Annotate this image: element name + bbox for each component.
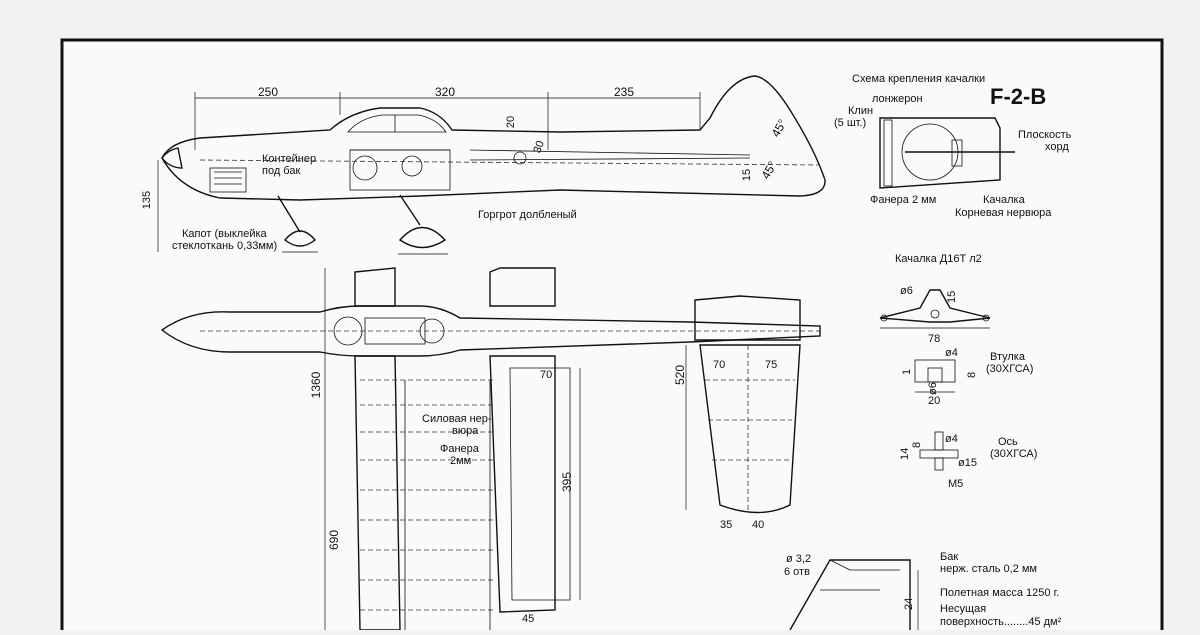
dim-250: 250 (258, 85, 278, 99)
bushing-d8: 8 (966, 372, 978, 378)
dim-690: 690 (327, 530, 341, 550)
label-wedge: Клин(5 шт.) (834, 105, 873, 129)
dim-320: 320 (435, 85, 455, 99)
spec-mass: Полетная масса 1250 г. (940, 587, 1059, 599)
drawing-title: F-2-B (990, 84, 1046, 109)
tank-label-line-2: нерж. сталь 0,2 мм (940, 563, 1037, 575)
rocker-d15: 15 (946, 291, 958, 303)
side-view: 250 320 235 135 20 30 15 4 (141, 75, 826, 255)
tank-label-line-1: Бак (940, 551, 958, 563)
tank-dim-24: 24 (903, 598, 915, 610)
axle-d15: ø15 (958, 457, 977, 469)
dim-70-b: 70 (713, 359, 725, 371)
bushing-d20: 20 (928, 395, 940, 407)
bushing-d4: ø4 (945, 347, 958, 359)
label-chord-plane-line-2: хорд (1045, 141, 1069, 153)
axle-d14: 14 (899, 448, 911, 460)
dim-40: 40 (752, 519, 764, 531)
label-plywood-plan-line-1: Фанера (440, 443, 480, 455)
label-spar: лонжерон (872, 93, 923, 105)
dim-520: 520 (673, 365, 687, 385)
dim-35: 35 (720, 519, 732, 531)
axle-label-line-2: (30ХГСА) (990, 448, 1037, 460)
spec-area-line-2: поверхность........45 дм² (940, 616, 1062, 628)
dim-395: 395 (560, 472, 574, 492)
label-container-line-1: Контейнер (262, 153, 316, 165)
dim-1360: 1360 (309, 371, 323, 398)
rocker-detail: Качалка Д16Т л2 ø6 15 78 (879, 253, 991, 345)
label-power-rib-line-2: вюра (452, 425, 479, 437)
rocker-d6: ø6 (900, 285, 913, 297)
axle-m5: M5 (948, 478, 963, 490)
label-power-rib-line-1: Силовая нер- (422, 413, 492, 425)
dim-135: 135 (141, 191, 153, 209)
drawing-frame (60, 38, 1164, 635)
dim-20: 20 (505, 116, 517, 128)
bushing-d1: 1 (901, 369, 913, 375)
plan-view: 395 70 45 520 70 75 35 40 1360 690 Силов… (160, 267, 821, 631)
label-hood-line-2: стеклоткань 0,33мм) (172, 240, 277, 252)
label-plywood-plan-line-2: 2мм (450, 455, 471, 467)
tank-holes-line-1: ø 3,2 (786, 553, 811, 565)
label-chord-plane-line-1: Плоскость (1018, 129, 1072, 141)
dim-70-a: 70 (540, 369, 552, 381)
axle-label-line-1: Ось (998, 436, 1018, 448)
wing-ribs (360, 379, 495, 611)
dim-15: 15 (741, 169, 753, 181)
tank-holes-line-2: 6 отв (784, 566, 810, 578)
rocker-heading: Качалка Д16Т л2 (895, 253, 982, 265)
dim-75: 75 (765, 359, 777, 371)
axle-detail: ø4 8 14 ø15 M5 Ось(30ХГСА) (899, 431, 1037, 490)
axle-d4: ø4 (945, 433, 958, 445)
label-plywood-scheme: Фанера 2 мм (870, 194, 936, 206)
dim-30: 30 (531, 139, 546, 155)
label-wedge-line-1: Клин (848, 105, 873, 117)
axle-d8: 8 (911, 442, 923, 448)
label-root-rib: Корневая нервюра (955, 207, 1052, 219)
label-wedge-line-2: (5 шт.) (834, 117, 866, 129)
dim-45: 45 (522, 613, 534, 625)
label-gorgrot: Горгрот долбленый (478, 209, 577, 221)
rocker-d78: 78 (928, 333, 940, 345)
label-rocker-scheme: Качалка (983, 194, 1026, 206)
bushing-label-line-2: (30ХГСА) (986, 363, 1033, 375)
label-container-line-2: под бак (262, 165, 300, 177)
mount-heading: Схема крепления качалки (852, 73, 985, 85)
dim-235: 235 (614, 85, 634, 99)
bushing-label-line-1: Втулка (990, 351, 1026, 363)
bushing-d6: ø6 (927, 382, 939, 395)
label-power-rib: Силовая нер-вюра (422, 413, 492, 437)
label-hood-line-1: Капот (выклейка (182, 228, 268, 240)
axle-label: Ось(30ХГСА) (990, 436, 1037, 460)
spec-area-line-1: Несущая (940, 603, 986, 615)
bushing-label: Втулка(30ХГСА) (986, 351, 1033, 375)
bushing-detail: ø4 1 8 ø6 20 Втулка(30ХГСА) (901, 347, 1033, 407)
mount-scheme: Схема крепления качалки F-2-B лонжерон К… (834, 73, 1072, 219)
